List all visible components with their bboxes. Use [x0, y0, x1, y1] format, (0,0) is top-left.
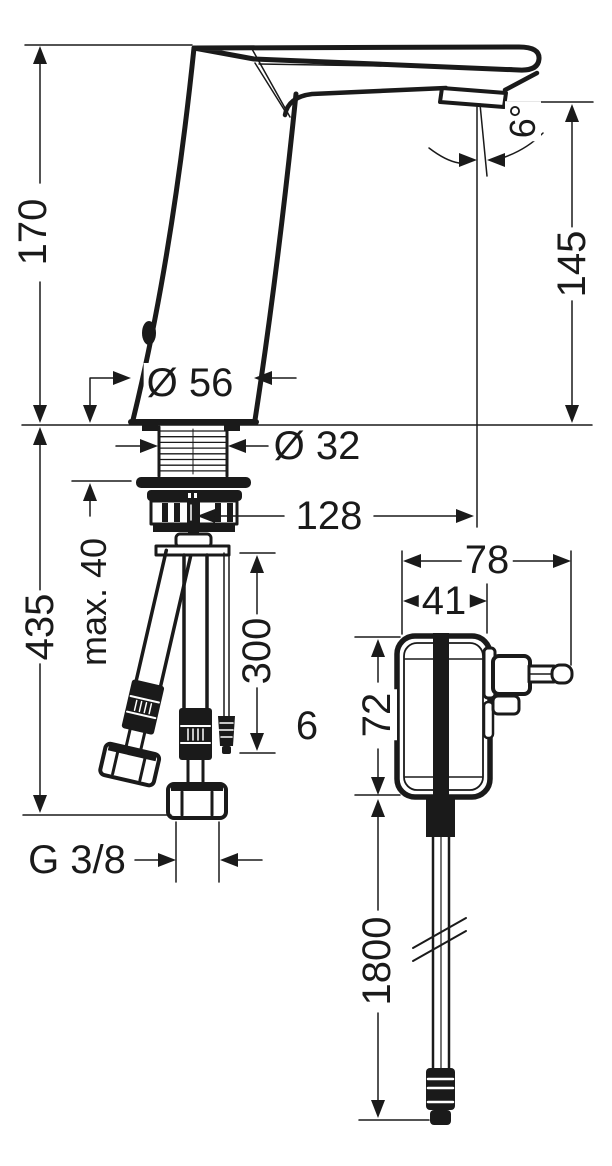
- label-psu-body-width: 41: [418, 581, 470, 621]
- dim-dia-56: [83, 371, 297, 423]
- label-outlet-height: 145: [550, 227, 594, 301]
- label-spout-reach: 128: [292, 496, 366, 536]
- dim-78: [401, 550, 572, 666]
- label-overall-height: 170: [11, 195, 55, 269]
- mounting-nut: [136, 477, 251, 557]
- supply-hose-vertical: [166, 553, 228, 820]
- label-hose-thread: G 3/8: [25, 840, 129, 880]
- dim-max-40: [71, 480, 132, 517]
- threaded-shank: [157, 425, 229, 478]
- cable-break-marks: [412, 917, 467, 962]
- label-psu-overall-width: 78: [461, 540, 513, 580]
- dim-dia-32: [115, 439, 269, 453]
- label-mains-cable-length: 1800: [355, 913, 399, 1009]
- power-supply-unit: [394, 633, 574, 1125]
- label-body-diameter: Ø 56: [143, 363, 237, 403]
- dim-435: [22, 427, 172, 816]
- dim-170: [33, 46, 47, 423]
- label-cable-drop: 300: [235, 614, 279, 688]
- label-psu-height: 72: [355, 689, 399, 741]
- dim-g38: [134, 821, 263, 883]
- sensor-cable: [218, 552, 235, 754]
- faucet-body: [24, 44, 542, 431]
- power-plug: [482, 646, 574, 740]
- supply-hose-angled: [98, 548, 193, 788]
- dim-angle-6: [428, 103, 544, 528]
- label-max-thickness: max. 40: [73, 534, 114, 670]
- sensor-window: [142, 321, 156, 345]
- dim-72: [354, 636, 401, 796]
- label-hose-drop: 435: [18, 590, 62, 664]
- power-cable: [412, 797, 467, 1125]
- aerator: [438, 86, 508, 109]
- label-shank-diameter: Ø 32: [270, 426, 364, 466]
- dim-1800: [358, 799, 430, 1121]
- label-outlet-angle: 6°: [502, 100, 543, 142]
- dim-128: [197, 509, 474, 523]
- dim-300: [239, 552, 276, 754]
- psu-strap: [433, 633, 449, 800]
- label-cable-plug-dia: 6: [292, 706, 322, 746]
